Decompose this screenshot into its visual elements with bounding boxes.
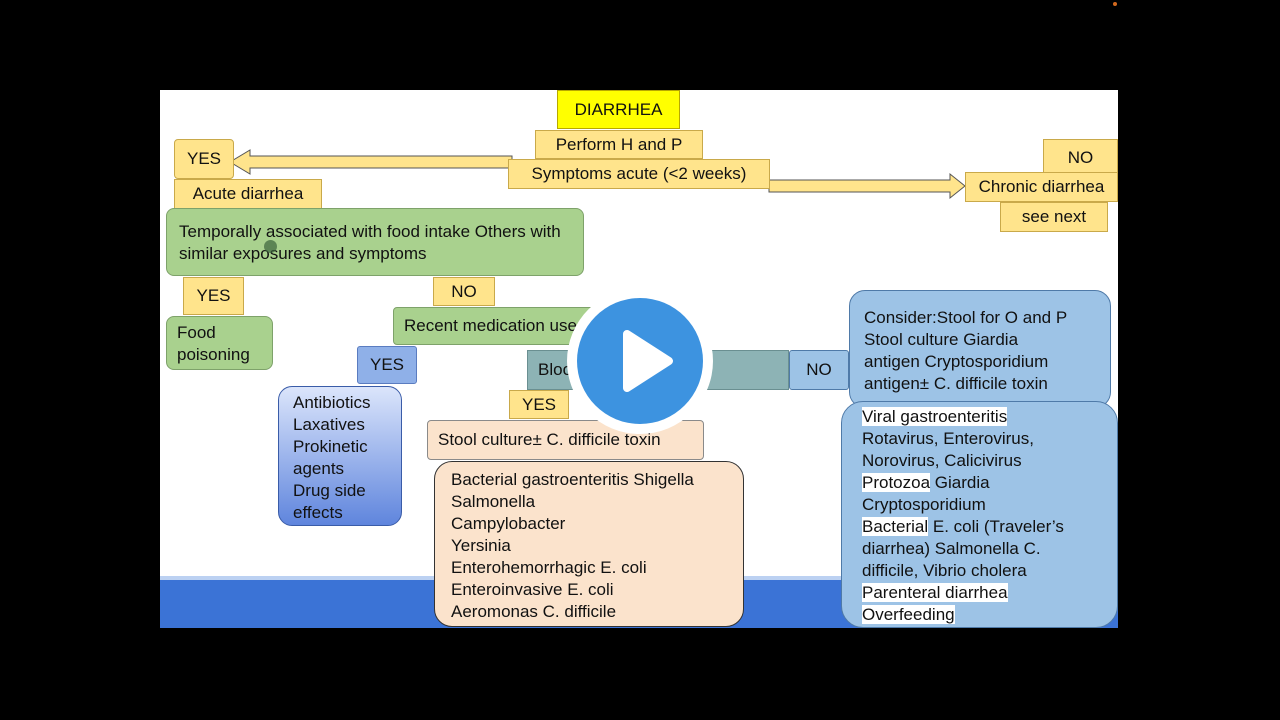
diarrhea-title: DIARRHEA [557,90,680,129]
bacterial-cause-item: Enteroinvasive E. coli [451,580,614,599]
pointer-highlight [264,240,277,253]
protozoa-heading: Protozoa [862,473,931,492]
symptoms-acute-box: Symptoms acute (<2 weeks) [508,159,770,189]
consider-item: antigen± C. difficile toxin [864,374,1048,393]
viral-item: Norovirus, Calicivirus [862,451,1022,470]
yes-medication-label: YES [357,346,417,384]
bacterial-causes-box: Bacterial gastroenteritis Shigella Salmo… [434,461,744,627]
acute-diarrhea-box: Acute diarrhea [174,179,322,209]
bacterial-item: E. coli (Traveler’s [928,517,1064,536]
consider-item: antigen Cryptosporidium [864,352,1049,371]
right-arrow [768,172,966,200]
play-button[interactable] [567,288,713,434]
food-poisoning-box: Food poisoning [166,316,273,370]
food-association-text: Temporally associated with food intake O… [179,222,561,263]
arrows-layer [229,149,966,200]
consider-item: Consider:Stool for O and P [864,308,1068,327]
no-food-label: NO [433,277,495,306]
med-cause-item: Prokinetic [293,437,368,456]
see-next-box: see next [1000,202,1108,232]
med-cause-item: agents [293,459,345,478]
play-button-circle[interactable] [577,298,703,424]
bacterial-cause-item: Bacterial gastroenteritis Shigella [451,470,694,489]
chronic-diarrhea-box: Chronic diarrhea [965,172,1118,202]
protozoa-item: Cryptosporidium [862,495,986,514]
food-poisoning-text: Food poisoning [177,323,250,364]
bacterial-item: diarrhea) Salmonella C. [862,539,1041,558]
viral-heading: Viral gastroenteritis [862,407,1008,426]
stool-culture-box: Stool culture± C. difficile toxin [427,420,704,460]
overfeeding-item: Overfeeding [862,605,955,624]
no-chronic-label: NO [1043,139,1118,177]
consider-tests-box: Consider:Stool for O and P Stool culture… [849,290,1111,408]
viral-item: Rotavirus, Enterovirus, [862,429,1034,448]
yes-bloody-label: YES [509,390,569,419]
stool-culture-text: Stool culture± C. difficile toxin [438,430,661,449]
med-cause-item: Antibiotics [293,393,371,412]
slide-canvas: DIARRHEA Perform H and P Symptoms acute … [160,90,1118,628]
indicator-dot [1113,2,1117,6]
med-cause-item: Laxatives [293,415,365,434]
perform-hp-box: Perform H and P [535,130,703,159]
parenteral-heading: Parenteral diarrhea [862,583,1008,602]
med-cause-item: Drug side [293,481,366,500]
bacterial-cause-item: Campylobacter [451,514,566,533]
medication-causes-box: Antibiotics Laxatives Prokinetic agents … [278,386,402,526]
consider-item: Stool culture Giardia [864,330,1019,349]
yes-acute-label: YES [174,139,234,179]
bacterial-cause-item: Enterohemorrhagic E. coli [451,558,647,577]
bacterial-cause-item: Aeromonas C. difficile [451,602,617,621]
left-arrow [229,149,513,175]
med-cause-item: effects [293,503,343,522]
recent-medication-text: Recent medication use [404,316,577,335]
food-association-question: Temporally associated with food intake O… [166,208,584,276]
protozoa-item: Giardia [930,473,990,492]
recent-medication-box: Recent medication use [393,307,595,345]
bacterial-heading: Bacterial [862,517,929,536]
nonbloody-causes-box: Viral gastroenteritis Rotavirus, Enterov… [841,401,1118,628]
bacterial-cause-item: Salmonella [451,492,536,511]
bacterial-cause-item: Yersinia [451,536,511,555]
no-bloody-label: NO [789,350,849,390]
yes-food-label: YES [183,277,244,315]
bacterial-item: difficile, Vibrio cholera [862,561,1027,580]
play-icon[interactable] [577,298,703,424]
